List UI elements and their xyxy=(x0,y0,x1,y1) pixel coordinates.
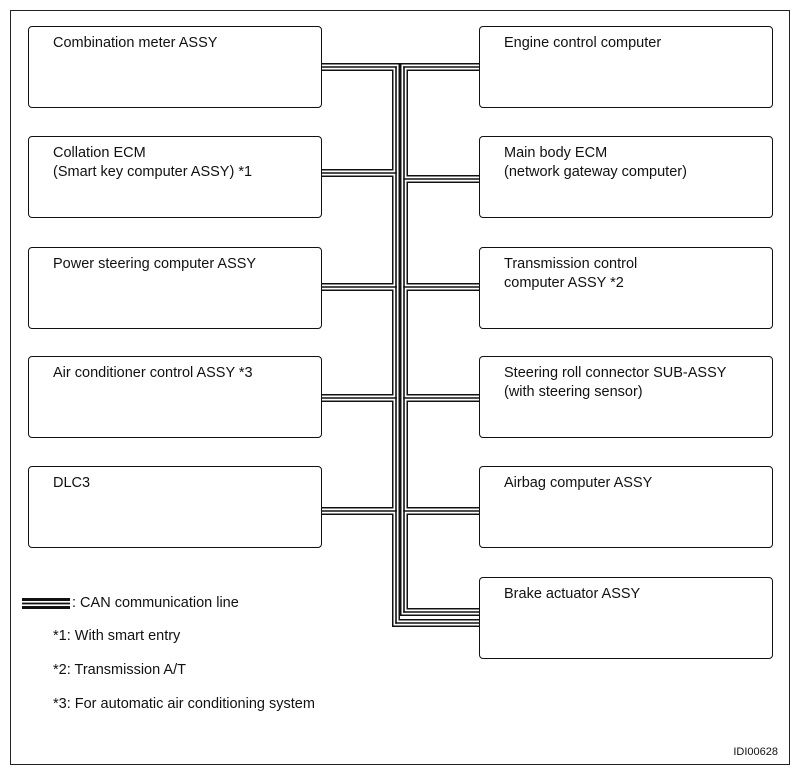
can-line-legend-symbol xyxy=(22,598,70,609)
module-label: Engine control computer xyxy=(504,35,662,51)
module-label: Steering roll connector SUB-ASSY xyxy=(504,365,727,381)
figure-id: IDI00628 xyxy=(733,746,778,758)
module-label: Main body ECM xyxy=(504,145,608,161)
diagram-frame xyxy=(10,10,790,765)
module-label: Collation ECM xyxy=(53,145,146,161)
module-label: Brake actuator ASSY xyxy=(504,586,641,602)
module-engine-control-computer: Engine control computer xyxy=(479,26,773,108)
module-brake-actuator: Brake actuator ASSY xyxy=(479,577,773,659)
module-label: Airbag computer ASSY xyxy=(504,475,653,491)
legend-can-line-label: : CAN communication line xyxy=(72,595,239,611)
module-airbag-computer: Airbag computer ASSY xyxy=(479,466,773,548)
module-label: Transmission control xyxy=(504,256,638,272)
legend-note-3: *3: For automatic air conditioning syste… xyxy=(53,696,315,712)
legend-note-1: *1: With smart entry xyxy=(53,628,181,644)
module-steering-roll-connector: Steering roll connector SUB-ASSY (with s… xyxy=(479,356,773,438)
legend-note-2: *2: Transmission A/T xyxy=(53,662,186,678)
module-label: DLC3 xyxy=(53,475,91,491)
module-main-body-ecm: Main body ECM (network gateway computer) xyxy=(479,136,773,218)
module-sublabel: computer ASSY *2 xyxy=(504,275,624,291)
module-label: Air conditioner control ASSY *3 xyxy=(53,365,253,381)
module-label: Combination meter ASSY xyxy=(53,35,218,51)
module-power-steering-computer: Power steering computer ASSY xyxy=(28,247,322,329)
module-label: Power steering computer ASSY xyxy=(53,256,257,272)
module-dlc3: DLC3 xyxy=(28,466,322,548)
module-collation-ecm: Collation ECM (Smart key computer ASSY) … xyxy=(28,136,322,218)
module-air-conditioner-control: Air conditioner control ASSY *3 xyxy=(28,356,322,438)
module-sublabel: (Smart key computer ASSY) *1 xyxy=(53,164,253,180)
module-combination-meter: Combination meter ASSY xyxy=(28,26,322,108)
module-sublabel: (with steering sensor) xyxy=(504,384,643,400)
module-transmission-control-computer: Transmission control computer ASSY *2 xyxy=(479,247,773,329)
module-sublabel: (network gateway computer) xyxy=(504,164,687,180)
